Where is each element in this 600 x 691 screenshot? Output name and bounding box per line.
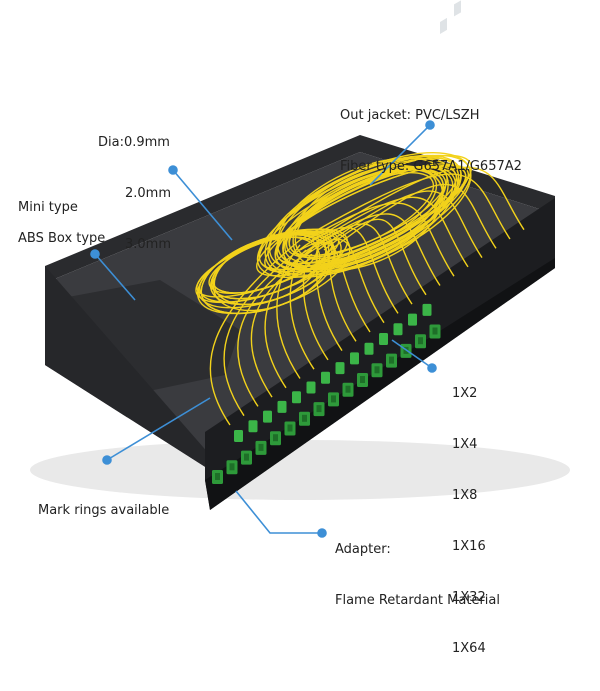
sc-adapter-port [316, 405, 322, 413]
sc-adapter-port [244, 453, 249, 461]
sc-adapter-upper [393, 323, 403, 336]
label-adapter: Adapter: Flame Retardant Material [335, 542, 500, 608]
fiber-pigtail [264, 239, 325, 389]
fiber-pigtail [311, 196, 469, 268]
fiber-coil-loop [210, 231, 336, 306]
sc-adapter-upper [306, 381, 316, 394]
callout-dot-jacket [425, 120, 435, 130]
box-front-edge [205, 258, 555, 510]
label-mark-rings: Mark rings available [38, 503, 170, 518]
fiber-pigtail [305, 202, 455, 277]
label-abs-box: ABS Box type [18, 231, 106, 246]
sc-adapter-upper [277, 400, 287, 413]
yellow-fiber-coils [195, 151, 525, 426]
fiber-pigtail [299, 213, 441, 286]
fiber-coil-loop [256, 164, 470, 277]
fiber-coil-loop [200, 232, 336, 315]
sc-adapter-upper [379, 333, 388, 345]
sc-adapter-port [258, 443, 264, 451]
sc-adapter-port [374, 366, 380, 374]
sc-adapter-port [389, 356, 394, 364]
sc-adapter-port [273, 434, 278, 442]
callout-line-jacket [369, 124, 431, 186]
callout-dot-ratio [427, 363, 437, 373]
fiber-coil-loop [268, 154, 462, 271]
fiber-pigtail [302, 254, 329, 361]
sc-adapter-upper [248, 420, 258, 433]
callout-line-mark [106, 397, 211, 461]
fiber-coil-loop [276, 168, 447, 267]
sc-adapter-upper [335, 362, 345, 375]
fiber-pigtail [237, 249, 313, 407]
sc-adapter-port [418, 337, 423, 345]
patch-panel-image [30, 0, 570, 510]
callout-line-ratio [391, 339, 433, 369]
sc-adapter-port [345, 385, 351, 393]
panel-slot [440, 17, 447, 34]
sc-adapter-port [360, 376, 365, 383]
sc-adapter-port [215, 473, 220, 480]
sc-adapter-port [302, 414, 307, 422]
sc-adapter-upper [364, 342, 374, 355]
label-jacket: Out jacket: PVC/LSZH Fiber type: G657A1/… [340, 108, 522, 174]
fiber-pigtail [317, 190, 483, 258]
label-mini-type: Mini type [18, 200, 78, 215]
callout-dot-mark [102, 455, 112, 465]
callout-dot-abs [90, 249, 100, 259]
sc-adapter-port [287, 424, 293, 432]
sc-adapter-upper [422, 303, 432, 316]
floor-shadow [30, 440, 570, 500]
sc-adapter-upper [292, 391, 301, 404]
sc-adapter-upper [350, 352, 359, 365]
fiber-pigtail [289, 249, 315, 370]
fiber-pigtail [223, 244, 307, 417]
fiber-pigtail [323, 218, 427, 296]
sc-adapter-upper [321, 371, 330, 384]
box-left-wall [45, 266, 210, 470]
callout-lines [90, 120, 437, 538]
fiber-pigtail [250, 254, 319, 398]
sc-adapter-upper [263, 410, 272, 423]
fiber-pigtail [311, 227, 399, 314]
sc-adapter-port [331, 395, 336, 403]
sc-adapter-port [229, 463, 235, 471]
fiber-pigtail [276, 244, 301, 379]
callout-line-dia [172, 169, 233, 241]
fiber-pigtail [305, 166, 525, 246]
fiber-pigtail [323, 183, 497, 256]
panel-slots [440, 0, 461, 34]
callout-dot-adapter [317, 528, 327, 538]
product-photo: Out jacket: PVC/LSZH Fiber type: G657A1/… [18, 0, 570, 656]
callout-line-abs [94, 253, 136, 301]
panel-slot [454, 0, 461, 17]
fiber-pigtail [317, 223, 413, 305]
callout-dot-dia [168, 165, 178, 175]
green-sc-adapters [212, 303, 441, 484]
fiber-coil-loop [212, 236, 318, 294]
fiber-pigtail [305, 238, 385, 324]
fiber-pigtail [209, 239, 301, 426]
callout-line-adapter [235, 490, 322, 534]
fiber-pigtail [299, 173, 511, 241]
label-diameter: Dia:0.9mm 2.0mm 3.0mm [98, 135, 172, 252]
sc-adapter-upper [408, 313, 417, 326]
fiber-coil-loop [211, 234, 327, 300]
sc-adapter-port [432, 327, 438, 335]
sc-adapter-upper [234, 430, 243, 442]
